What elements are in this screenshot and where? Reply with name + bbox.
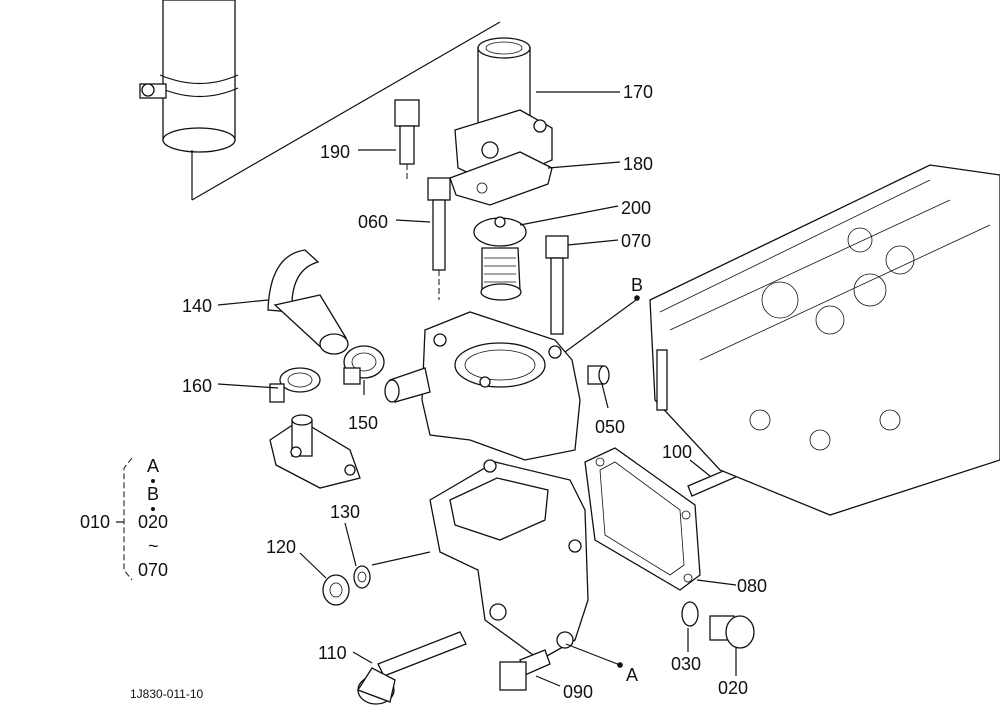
- drain-plug-020: [709, 615, 755, 649]
- part-label: 170: [623, 82, 653, 102]
- assembly-label: 010: [80, 512, 110, 532]
- part-label: 130: [330, 502, 360, 522]
- part-label: 150: [348, 413, 378, 433]
- reference-letter-a: A: [626, 665, 638, 685]
- part-label: 200: [621, 198, 651, 218]
- assembly-line-020: 020: [138, 512, 168, 532]
- bolt-110: [357, 631, 467, 705]
- bolt-190: [394, 99, 420, 180]
- assembly-tilde: ~: [148, 536, 159, 556]
- radiator-hose: [139, 0, 501, 201]
- part-label: 020: [718, 678, 748, 698]
- part-label: 050: [595, 417, 625, 437]
- cylinder-head: [649, 164, 1000, 516]
- bolt-090: [499, 649, 551, 691]
- part-label: 140: [182, 296, 212, 316]
- assembly-bracket: 010 A B 020 ~ 070: [80, 456, 168, 581]
- water-pump-body: [429, 459, 589, 661]
- part-label: 160: [182, 376, 212, 396]
- outlet-gasket: [449, 151, 553, 206]
- reference-letter-b: B: [631, 275, 643, 295]
- part-label: 070: [621, 231, 651, 251]
- thermostat: [473, 216, 527, 301]
- bypass-flange: [269, 414, 361, 489]
- bypass-hose: [267, 249, 349, 355]
- part-labels: 170 180 190 060 200 070 140 160 150 050 …: [182, 82, 767, 702]
- thermostat-housing: [384, 311, 581, 461]
- part-label: 180: [623, 154, 653, 174]
- water-outlet-flange: [454, 37, 553, 186]
- leader-lines: [217, 91, 737, 687]
- hose-clamp-150: [343, 345, 385, 385]
- part-label: 120: [266, 537, 296, 557]
- assembly-line-a: A: [147, 456, 159, 476]
- part-label: 030: [671, 654, 701, 674]
- figure-code: 1J830-011-10: [130, 687, 203, 701]
- part-label: 190: [320, 142, 350, 162]
- nut-120: [322, 574, 350, 606]
- part-label: 100: [662, 442, 692, 462]
- pump-gasket: [584, 447, 701, 591]
- bolt-070: [545, 235, 569, 335]
- bolt-060: [427, 177, 451, 300]
- plug-050: [587, 365, 610, 385]
- assembly-line-b: B: [147, 484, 159, 504]
- washer-130: [353, 565, 371, 589]
- washer-030: [681, 601, 699, 627]
- part-label: 110: [318, 643, 347, 663]
- assembly-line-070: 070: [138, 560, 168, 580]
- part-label: 090: [563, 682, 593, 702]
- part-label: 080: [737, 576, 767, 596]
- part-label: 060: [358, 212, 388, 232]
- hose-clamp-160: [269, 367, 321, 403]
